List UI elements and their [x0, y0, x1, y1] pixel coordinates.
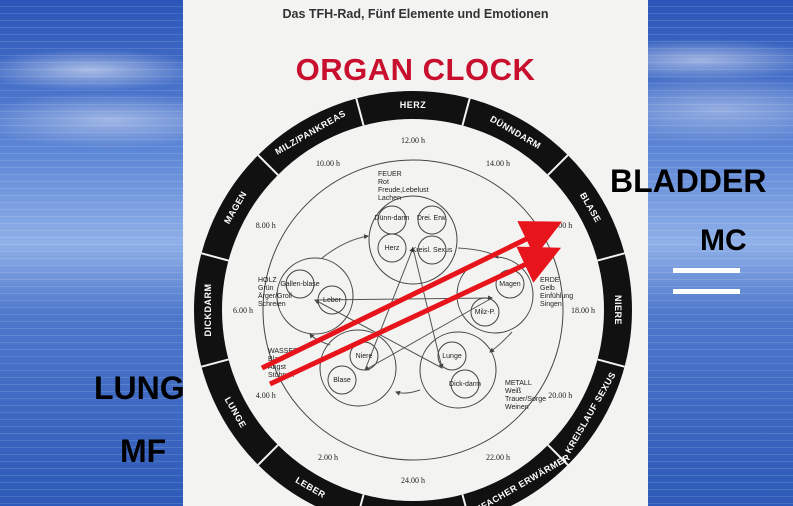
red-arrow-lower: [270, 252, 552, 384]
organ-name: Gallen-blase: [280, 281, 319, 288]
hour-label: 6.00 h: [233, 306, 253, 315]
hour-label: 24.00 h: [401, 476, 425, 485]
organ-name: Leber: [323, 297, 342, 304]
ring-segment-label: DICKDARM: [203, 284, 213, 337]
organ-name: Magen: [499, 281, 521, 288]
ring-segment-label: NIERE: [613, 295, 623, 325]
element-text-line: Singen: [540, 301, 562, 308]
organ-name: Dick-darm: [449, 381, 481, 388]
fire-element-circle: [369, 196, 457, 284]
hour-label: 4.00 h: [256, 391, 276, 400]
organ-name: Kreisl. Sexus: [412, 247, 453, 254]
hour-label: 22.00 h: [486, 453, 510, 462]
element-text-line: Rot: [378, 179, 389, 186]
organ-name: Blase: [333, 377, 351, 384]
element-text-line: METALL: [505, 380, 532, 387]
element-text-line: Schreien: [258, 301, 286, 308]
organ-name: Dünn-darm: [374, 215, 409, 222]
organ-name: Lunge: [442, 353, 462, 360]
hour-label: 14.00 h: [486, 159, 510, 168]
lung-label: LUNG: [94, 370, 185, 407]
element-text-line: Gelb: [540, 285, 555, 292]
organ-name: Niere: [356, 353, 373, 360]
element-text-line: Trauer/Sorge: [505, 396, 546, 403]
element-text-line: ERDE: [540, 277, 560, 284]
hour-label: 2.00 h: [318, 453, 338, 462]
organ-name: Herz: [385, 245, 400, 252]
ring-segment-label: HERZ: [400, 100, 427, 110]
element-text-line: Weiß: [505, 388, 521, 395]
equals-bar-bottom: [673, 289, 740, 294]
bladder-label: BLADDER: [610, 163, 766, 200]
organ-name: Milz-P.: [475, 309, 496, 316]
equals-bar-top: [673, 268, 740, 273]
element-text-line: FEUER: [378, 171, 402, 178]
element-text-line: HOLZ: [258, 277, 277, 284]
inner-circle: [263, 160, 563, 460]
hour-label: 10.00 h: [316, 159, 340, 168]
element-text-line: Lachen: [378, 195, 401, 202]
element-text-line: Grün: [258, 285, 274, 292]
hour-label: 20.00 h: [548, 391, 572, 400]
element-text-line: Einfühlung: [540, 293, 573, 300]
mf-label: MF: [120, 433, 166, 470]
hour-label: 12.00 h: [401, 136, 425, 145]
mc-label: MC: [700, 224, 747, 258]
element-text-line: Weinen: [505, 404, 529, 411]
element-text-line: Ärger/Groll: [258, 292, 292, 300]
hour-label: 8.00 h: [256, 221, 276, 230]
hour-label: 18.00 h: [571, 306, 595, 315]
element-text-line: Freude,Lebelust: [378, 187, 429, 194]
organ-name: Drei. Erw.: [417, 215, 447, 222]
element-circles: [277, 196, 533, 408]
